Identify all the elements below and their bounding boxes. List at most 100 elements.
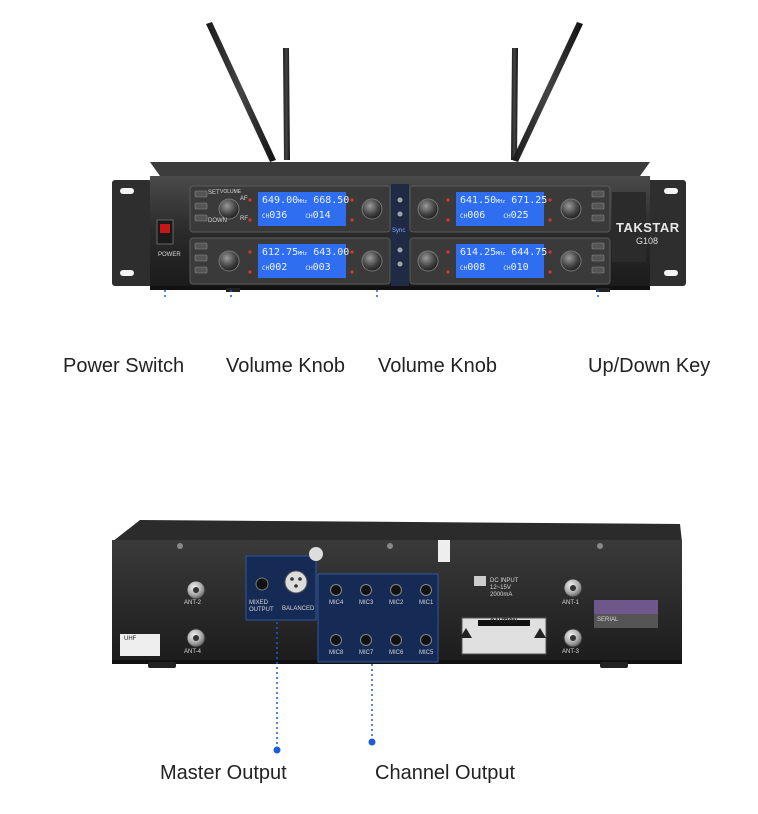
mic1-label: MIC1 (419, 600, 434, 606)
ant2-label: ANT-2 (184, 600, 202, 606)
callout-master-output: Master Output (160, 762, 287, 784)
front-panel-illustration (0, 0, 758, 351)
lcd1-ch-b: 014 (312, 210, 331, 221)
lcd4-freq-row: 614.25MHz 644.75 (460, 247, 547, 258)
lcd-screen-1 (258, 192, 346, 226)
lcd4-ch-prefix-b: CH (503, 265, 511, 272)
ant3-label: ANT-3 (562, 649, 580, 655)
rack-ear-left (112, 180, 152, 286)
uhf-label: UHF (124, 636, 137, 642)
key-set[interactable] (194, 190, 208, 198)
mixed-output-jack[interactable] (255, 577, 269, 591)
lcd4-ch-a: 008 (467, 262, 486, 273)
lcd1-freq-row: 649.00MHz 668.50 (262, 195, 349, 206)
lcd1-ch-row: CH036 CH014 (262, 210, 331, 221)
lcd4-ch-prefix-a: CH (460, 265, 468, 272)
lcd4-unit-a: MHz (496, 251, 506, 257)
lcd1-ch-prefix-a: CH (262, 213, 270, 220)
callout-volume-knob-left: Volume Knob (226, 355, 345, 377)
model-label: G108 (636, 236, 659, 246)
antenna-right-outer (512, 22, 583, 162)
mic5-jack[interactable] (420, 634, 432, 646)
lcd3-ch-b: 003 (312, 262, 331, 273)
lcd1-freq-a: 649.00 (262, 195, 299, 206)
mic3-label: MIC3 (359, 600, 374, 606)
volume-knob-ch7[interactable] (417, 250, 439, 272)
brand-logo: TAKSTAR (616, 220, 680, 235)
ant4-label: ANT-4 (184, 649, 202, 655)
mic7-jack[interactable] (360, 634, 372, 646)
key-down[interactable] (194, 214, 208, 222)
lcd1-ch-a: 036 (269, 210, 288, 221)
antenna-left-inner (283, 48, 290, 160)
volume-knob-ch2[interactable] (361, 198, 383, 220)
lcd-screen-4 (456, 244, 544, 278)
lcd1-freq-b: 668.50 (313, 195, 350, 206)
rf-label: RF (240, 216, 248, 222)
antenna-left-outer (206, 22, 276, 162)
volume-label: VOLUME (220, 189, 242, 195)
mic8-jack[interactable] (330, 634, 342, 646)
leader-lines-rear (276, 622, 373, 746)
ant1-label: ANT-1 (562, 600, 580, 606)
af-label: AF (240, 196, 248, 202)
lcd3-unit-a: MHz (298, 251, 308, 257)
callout-up-down-key: Up/Down Key (588, 355, 711, 377)
mic4-label: MIC4 (329, 600, 344, 606)
lcd3-freq-a: 612.75 (262, 247, 299, 258)
serial-label: SERIAL (597, 617, 619, 623)
mic1-jack[interactable] (420, 584, 432, 596)
lcd2-freq-b: 671.25 (511, 195, 548, 206)
mic2-jack[interactable] (390, 584, 402, 596)
bnc-connectors (186, 578, 583, 648)
balanced-xlr-jack[interactable] (284, 570, 308, 594)
mic6-jack[interactable] (390, 634, 402, 646)
mic4-jack[interactable] (330, 584, 342, 596)
antennas (206, 22, 583, 162)
volume-knob-ch8[interactable] (560, 250, 582, 272)
caution-label: CAUTION (490, 619, 518, 625)
power-label: POWER (158, 252, 181, 258)
lcd-screen-2 (456, 192, 544, 226)
down-label: DOWN (208, 218, 227, 224)
lcd4-freq-a: 614.25 (460, 247, 497, 258)
callout-channel-output: Channel Output (375, 762, 516, 784)
mic8-label: MIC8 (329, 650, 344, 656)
lcd2-ch-b: 025 (510, 210, 529, 221)
sync-label: Sync (392, 228, 406, 234)
mic7-label: MIC7 (359, 650, 374, 656)
mixed-output-label: MIXED OUTPUT (249, 600, 274, 613)
lcd3-freq-b: 643.00 (313, 247, 350, 258)
front-unit-svg (112, 22, 686, 351)
volume-knob-ch1[interactable] (218, 198, 240, 220)
mic-jacks (330, 584, 432, 646)
volume-knob-ch6[interactable] (560, 198, 582, 220)
lcd1-unit-a: MHz (298, 199, 308, 205)
key-up[interactable] (194, 202, 208, 210)
lcd4-ch-b: 010 (510, 262, 529, 273)
mic6-label: MIC6 (389, 650, 404, 656)
rear-panel-illustration (0, 510, 758, 770)
lcd2-freq-a: 641.50 (460, 195, 497, 206)
lcd3-ch-a: 002 (269, 262, 288, 273)
mic3-jack[interactable] (360, 584, 372, 596)
callout-dot-master (273, 746, 281, 754)
callout-dot-channel (368, 738, 376, 746)
volume-knob-ch4[interactable] (361, 250, 383, 272)
callout-volume-knob-right: Volume Knob (378, 355, 497, 377)
set-label: SET (208, 190, 220, 196)
volume-knobs (218, 198, 582, 272)
dc-input-jack[interactable] (474, 576, 486, 586)
volume-knob-ch3[interactable] (218, 250, 240, 272)
lcd1-ch-prefix-b: CH (305, 213, 313, 220)
lcd-screen-3 (258, 244, 346, 278)
antenna-right-inner (511, 48, 518, 160)
lcd2-freq-row: 641.50MHz 671.25 (460, 195, 547, 206)
lcd3-ch-prefix-b: CH (305, 265, 313, 272)
rear-unit-svg (112, 520, 682, 754)
lcd2-unit-a: MHz (496, 199, 506, 205)
lcd3-ch-row: CH002 CH003 (262, 262, 331, 273)
lcd3-freq-row: 612.75MHz 643.00 (262, 247, 349, 258)
lcd4-ch-row: CH008 CH010 (460, 262, 529, 273)
volume-knob-ch5[interactable] (417, 198, 439, 220)
